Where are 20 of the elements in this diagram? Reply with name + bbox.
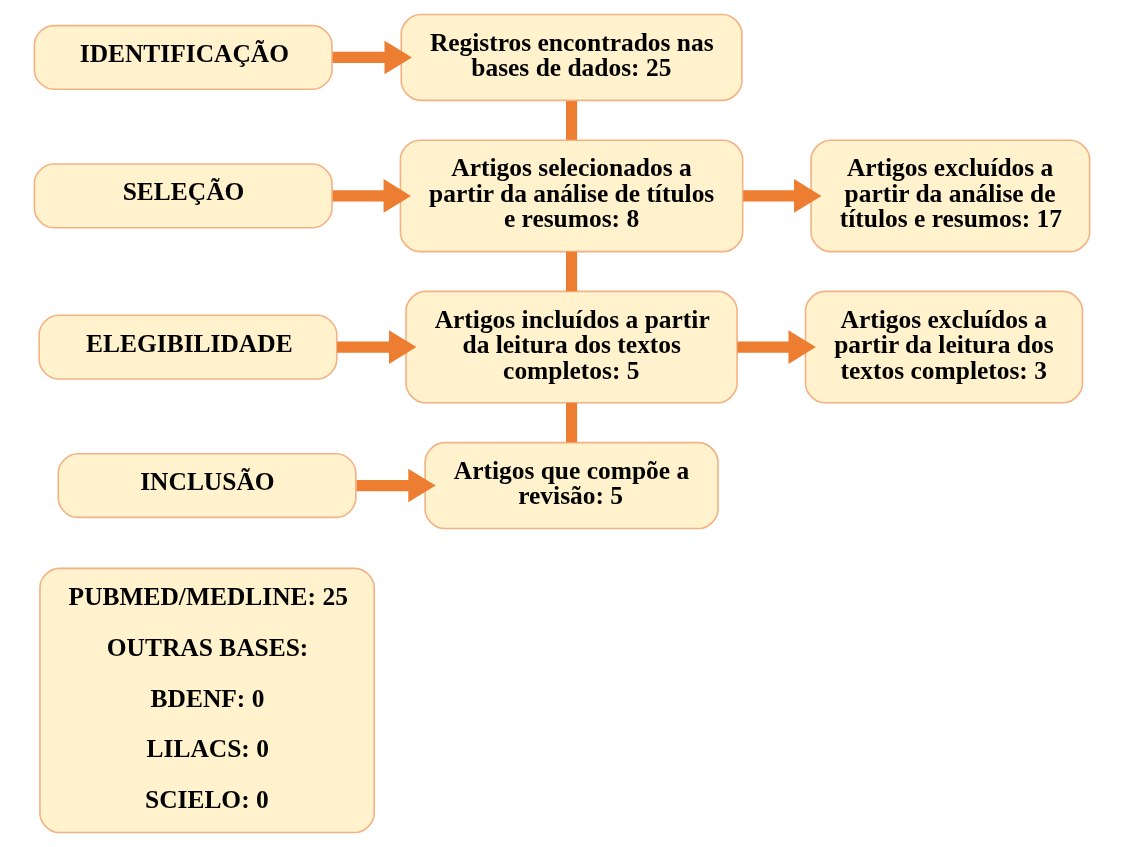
connector [565, 101, 578, 140]
node-box: IDENTIFICAÇÃO [33, 24, 333, 91]
arrow [356, 468, 436, 503]
node-box: Artigos incluídos a partir da leitura dos textos completos: 5 [405, 290, 738, 404]
node-box: PUBMED/MEDLINE: 25 OUTRAS BASES: BDENF: 0 LILACS: 0 SCIELO: 0 [39, 567, 375, 834]
node-box: ELEGIBILIDADE [38, 314, 338, 380]
arrow [337, 330, 417, 364]
arrow [332, 179, 411, 213]
arrow [332, 40, 412, 75]
node-box: Artigos excluídos a partir da análise de títulos e resumos: 17 [810, 139, 1091, 253]
node-box: Registros encontrados nas bases de dados: 25 [400, 13, 743, 102]
node-box: Artigos que compõe a revisão: 5 [424, 441, 719, 530]
connector [565, 251, 578, 292]
node-box: SELEÇÃO [33, 163, 333, 229]
arrow [743, 179, 822, 213]
node-box: Artigos excluídos a partir da leitura dos textos completos: 3 [804, 290, 1084, 404]
node-box: Artigos selecionados a partir da análise de títulos e resumos: 8 [399, 139, 744, 253]
arrow [737, 330, 816, 364]
connector [565, 402, 578, 443]
node-box: INCLUSÃO [57, 452, 357, 519]
